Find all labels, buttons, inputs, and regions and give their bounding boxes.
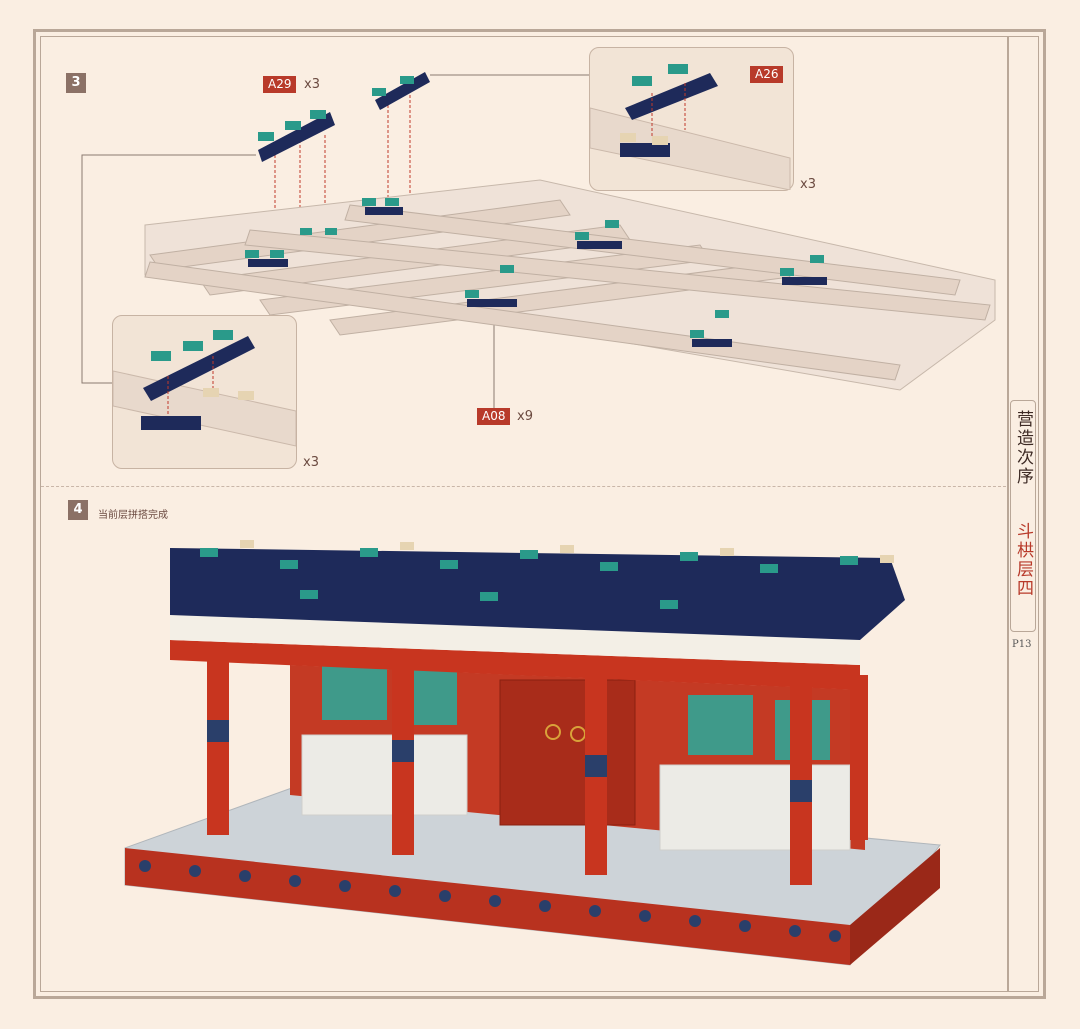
step-4-number: 4 [68,500,88,520]
inset-bottom-left [112,315,297,469]
door-knocker-left [545,724,561,740]
part-qty-a08: x9 [517,409,533,424]
part-label-a29: A29 [263,76,297,93]
sidebar-column [1007,36,1039,992]
part-qty-a26: x3 [800,177,816,192]
floating-part-a26 [372,72,430,110]
sidebar-layer-title: 斗栱层四 [1013,522,1033,598]
part-qty-a29: x3 [304,77,320,92]
page-frame-outer [33,29,1046,999]
step-4-title: 当前层拼搭完成 [98,510,168,521]
page-frame-inner [40,36,1039,992]
lattice-windows [322,665,830,760]
step-separator [41,486,1006,487]
part-label-a26: A26 [750,66,784,83]
step-3-number: 3 [66,73,86,93]
page-number: P13 [1012,639,1032,650]
brick-wall-left [301,734,468,816]
brick-wall-right [659,764,851,851]
part-label-a08: A08 [477,408,511,425]
inset-left-qty: x3 [303,455,319,470]
main-door [499,679,636,826]
floating-part-a29 [258,110,335,162]
bracket-clusters [245,198,827,347]
sidebar-title-box [1010,400,1036,632]
sidebar-section-title: 营造次序 [1013,410,1033,486]
leader-line-a29 [81,154,256,384]
